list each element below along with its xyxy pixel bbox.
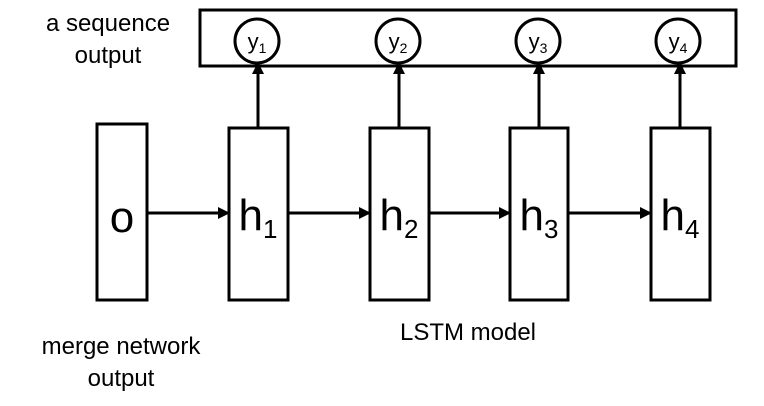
hidden-node-h2-box xyxy=(368,126,431,302)
hidden-node-h1-label: h1 xyxy=(239,191,278,244)
output-node-y4-circle xyxy=(654,17,702,65)
input-node-box xyxy=(95,122,149,302)
hidden-node-h4-box xyxy=(649,126,712,302)
input-node-label: o xyxy=(110,193,134,242)
output-node-y2-circle xyxy=(374,17,422,65)
output-node-y1-label: y1 xyxy=(248,29,267,56)
merge-output-caption-line2: output xyxy=(88,365,155,392)
hidden-node-h3-box xyxy=(508,126,570,302)
output-node-y4-label: y4 xyxy=(669,29,688,56)
output-node-y1-circle xyxy=(233,17,281,65)
lstm-model-caption: LSTM model xyxy=(400,319,536,346)
hidden-node-h2-label: h2 xyxy=(380,191,419,244)
merge-output-caption-line1: merge network xyxy=(42,333,202,360)
sequence-output-caption-line1: a sequence xyxy=(46,10,170,37)
hidden-node-h3-label: h3 xyxy=(520,191,559,244)
output-node-y3-label: y3 xyxy=(529,29,548,56)
output-node-y2-label: y2 xyxy=(389,29,408,56)
sequence-output-caption-line2: output xyxy=(75,42,142,69)
hidden-node-h4-label: h4 xyxy=(661,191,700,244)
sequence-output-box xyxy=(198,8,738,68)
output-node-y3-circle xyxy=(514,17,562,65)
